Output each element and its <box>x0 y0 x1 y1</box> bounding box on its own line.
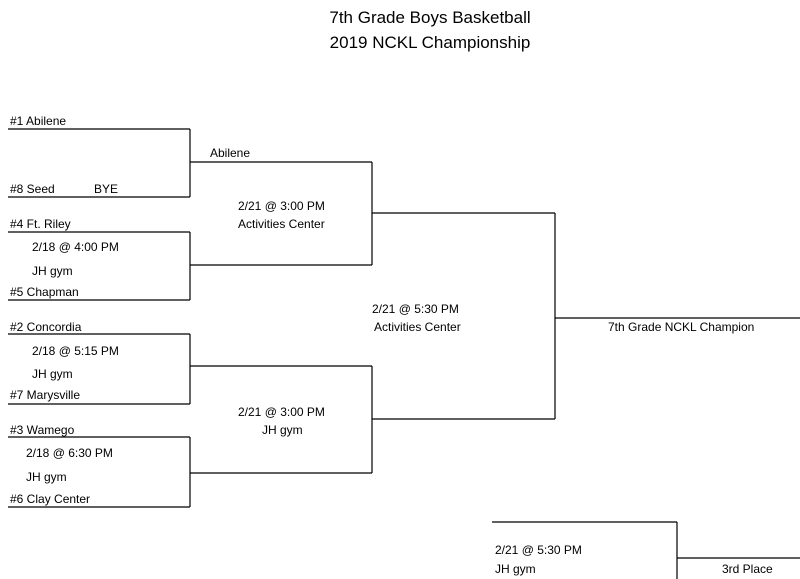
team-seed-2: #2 Concordia <box>10 320 82 334</box>
team-seed-5: #5 Chapman <box>10 285 79 299</box>
sf2-date: 2/21 @ 3:00 PM <box>238 405 325 419</box>
third-venue: JH gym <box>495 562 536 576</box>
final-date: 2/21 @ 5:30 PM <box>372 302 459 316</box>
team-seed-3: #3 Wamego <box>10 423 75 437</box>
r1m3-date: 2/18 @ 5:15 PM <box>32 344 119 358</box>
bracket-title: 7th Grade Boys Basketball <box>329 8 531 27</box>
team-seed-4: #4 Ft. Riley <box>10 217 71 231</box>
sf2-venue: JH gym <box>262 423 303 437</box>
bye-label: BYE <box>94 182 119 196</box>
r1m2-date: 2/18 @ 4:00 PM <box>32 240 119 254</box>
sf1-advancer: Abilene <box>210 146 251 160</box>
team-seed-1: #1 Abilene <box>10 114 67 128</box>
r1m2-venue: JH gym <box>32 264 73 278</box>
bracket-subtitle: 2019 NCKL Championship <box>329 33 531 52</box>
r1m3-venue: JH gym <box>32 367 73 381</box>
sf1-date: 2/21 @ 3:00 PM <box>238 199 325 213</box>
third-place-label: 3rd Place <box>722 562 773 576</box>
team-seed-8: #8 Seed <box>10 182 55 196</box>
r1m4-date: 2/18 @ 6:30 PM <box>26 446 113 460</box>
champion-label: 7th Grade NCKL Champion <box>608 320 755 334</box>
team-seed-6: #6 Clay Center <box>10 492 91 506</box>
sf1-venue: Activities Center <box>238 217 325 231</box>
third-date: 2/21 @ 5:30 PM <box>495 543 582 557</box>
final-venue: Activities Center <box>374 320 461 334</box>
team-seed-7: #7 Marysville <box>10 388 81 402</box>
r1m4-venue: JH gym <box>26 470 67 484</box>
